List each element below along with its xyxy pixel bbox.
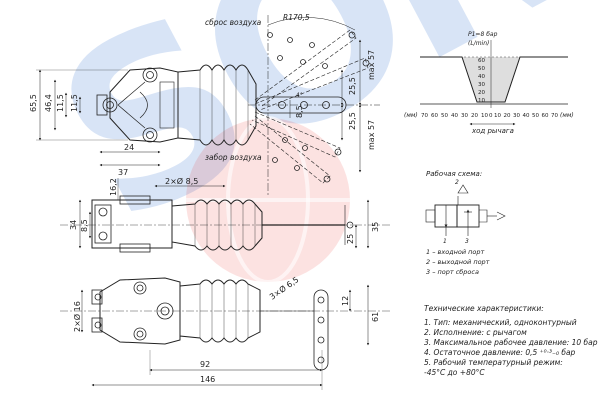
dim-11-5-a: 11,5: [56, 94, 65, 112]
top-view: [36, 15, 380, 195]
graph-x-tick: 50: [532, 113, 539, 119]
graph-x-tick: 40: [523, 113, 530, 119]
scheme-legend-item: 3 – порт сброса: [426, 268, 479, 276]
scheme-legend-item: 2 – выходной порт: [426, 258, 490, 266]
graph-x-tick: 10: [494, 113, 501, 119]
graph-xunit-left: (мм): [404, 112, 418, 119]
dim-25-5-a: 25,5: [348, 77, 357, 95]
graph-xunit-right: (мм): [560, 112, 574, 119]
dim-11-5-b: 11,5: [70, 94, 79, 112]
bottom-view: [60, 277, 390, 390]
graph-x-tick: 40: [451, 113, 458, 119]
graph-x-tick: 30: [461, 113, 468, 119]
dim-35: 35: [371, 222, 380, 232]
dim-8-5-angle: 8,5: [295, 105, 304, 118]
valve-scheme-symbol: [425, 184, 506, 236]
spec-item: 5. Рабочий температурный режим:: [424, 358, 563, 367]
dim-25: 25: [346, 234, 355, 244]
graph-x-tick: 50: [441, 113, 448, 119]
dim-92: 92: [200, 360, 210, 369]
dim-8-5: 8,5: [80, 219, 89, 232]
dim-max57-bottom: max 57: [367, 120, 376, 150]
spec-item: -45°С до +80°С: [424, 368, 485, 377]
graph-xlabel: ход рычага: [471, 127, 514, 135]
label-air-release: сброс воздуха: [205, 18, 262, 27]
dim-12: 12: [341, 296, 350, 306]
dim-65-5: 65,5: [29, 94, 38, 112]
graph-y-tick: 50: [478, 66, 485, 72]
dim-max57-top: max 57: [367, 50, 376, 80]
dim-146: 146: [200, 375, 215, 384]
graph-x-tick: 70: [551, 113, 558, 119]
scheme-port-1: 1: [443, 238, 447, 245]
scheme-port-2: 2: [455, 179, 459, 186]
middle-view: [60, 178, 390, 253]
dim-34: 34: [69, 220, 78, 230]
spec-item: 3. Максимальное рабочее давление: 10 бар: [424, 338, 598, 347]
graph-y-tick: 40: [478, 74, 485, 80]
graph-x-tick: 0: [489, 113, 493, 119]
graph-x-tick: 30: [513, 113, 520, 119]
scheme-title: Рабочая схема:: [426, 170, 482, 178]
graph-y-tick: 30: [478, 82, 485, 88]
dim-25-5-b: 25,5: [348, 112, 357, 130]
scheme-legend-item: 1 – входной порт: [426, 248, 485, 256]
dim-3x6-5: 3×Ø 6,5: [267, 274, 300, 301]
graph-y-tick: 10: [478, 98, 485, 104]
graph-pressure: P1=8 бар: [468, 31, 498, 38]
graph-x-tick: 60: [542, 113, 549, 119]
graph-x-tick: 10: [481, 113, 488, 119]
graph-x-tick: 70: [421, 113, 428, 119]
scheme-port-3: 3: [465, 238, 469, 245]
dim-37: 37: [118, 168, 128, 177]
graph-x-tick: 20: [471, 113, 478, 119]
dim-2x16: 2×Ø 16: [72, 301, 82, 332]
spec-item: 4. Остаточное давление: 0,5 ⁺⁰·³₋₀ бар: [424, 348, 576, 357]
graph-y-tick: 20: [478, 90, 485, 96]
graph-x-tick: 60: [431, 113, 438, 119]
flow-graph: [420, 40, 568, 126]
label-radius: R170,5: [283, 13, 310, 22]
dim-46-4: 46,4: [44, 94, 53, 112]
spec-item: 1. Тип: механический, одноконтурный: [424, 318, 577, 327]
spec-item: 2. Исполнение: с рычагом: [424, 328, 527, 337]
dim-angle: 4°: [296, 92, 303, 99]
label-air-intake: забор воздуха: [205, 153, 262, 162]
specs-title: Технические характеристики:: [424, 304, 544, 313]
graph-x-tick: 20: [504, 113, 511, 119]
graph-ylabel: (L/min): [468, 40, 489, 47]
dim-61: 61: [371, 312, 380, 322]
dim-16-2: 16,2: [109, 178, 118, 196]
dim-24: 24: [124, 143, 134, 152]
dim-2x8-5: 2×Ø 8,5: [165, 176, 198, 186]
graph-y-tick: 60: [478, 58, 485, 64]
